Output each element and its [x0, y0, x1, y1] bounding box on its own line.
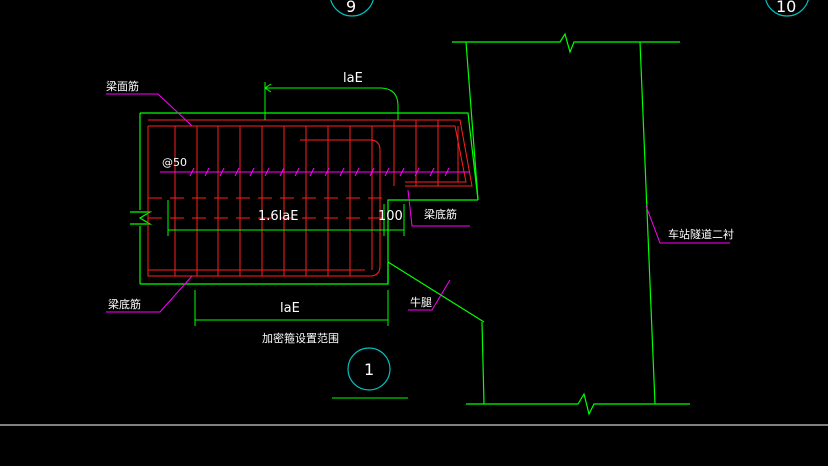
tunnel-lining: [452, 32, 690, 416]
rebar-cage: [147, 119, 473, 277]
lining-label: 车站隧道二衬: [668, 227, 734, 241]
beam-top-bar-label: 梁面筋: [106, 79, 139, 93]
axis-bubble-9-label: 9: [346, 0, 356, 16]
bottom-anchor-label: laE: [280, 301, 300, 316]
dense-stirrup-row: [178, 167, 470, 177]
leaders: [106, 93, 730, 313]
detail-bubble-label: 1: [364, 360, 374, 379]
beam-outline: [130, 112, 485, 323]
stirrup-spacing-label: @50: [162, 156, 187, 169]
detail-bubble: 1: [332, 347, 408, 399]
dimension-bottom-anchor: [194, 290, 389, 326]
top-anchor-label: laE: [343, 71, 363, 86]
dense-range-label: 加密箍设置范围: [262, 331, 339, 345]
axis-bubble-10-label: 10: [776, 0, 796, 16]
dimension-top-anchor: [264, 82, 399, 120]
axis-bubble-10: 10: [765, 0, 809, 17]
mid-anchor-label: 1.6laE: [258, 209, 298, 224]
offset-label: 100: [378, 209, 403, 224]
beam-bottom-bar-right-label: 梁底筋: [424, 207, 457, 221]
corbel-label: 牛腿: [410, 295, 432, 309]
dimension-mid-anchor: [167, 200, 405, 236]
beam-bottom-bar-left-label: 梁底筋: [108, 297, 141, 311]
axis-bubble-9: 9: [330, 0, 374, 17]
